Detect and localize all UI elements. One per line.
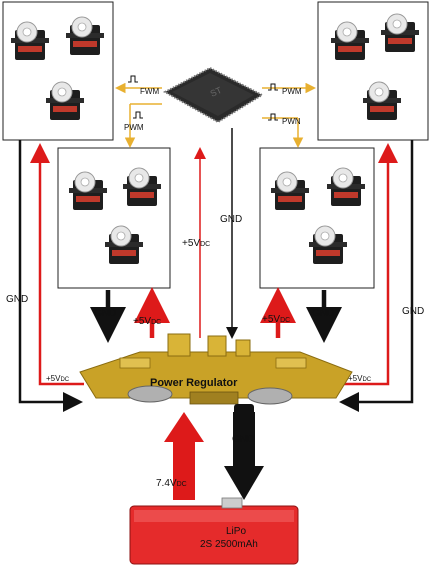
- power-arrow-battery: [164, 412, 204, 442]
- servo-motor-icon: [331, 22, 369, 60]
- servo-motor-icon: [309, 226, 347, 264]
- power-regulator-board-icon: Power Regulator: [80, 334, 352, 404]
- pwm-label-left: PWM: [124, 123, 144, 132]
- regulator-label: Power Regulator: [150, 377, 238, 389]
- ground-wire-outer-left: [20, 140, 78, 402]
- servo-motor-icon: [11, 22, 49, 60]
- pwn-label: PWN: [282, 117, 301, 126]
- square-wave-icon: [268, 84, 278, 90]
- servo-motor-icon: [327, 168, 365, 206]
- power-label-outer-left: +5VDC: [46, 374, 70, 383]
- ground-label-chip: GND: [220, 214, 242, 225]
- servo-motor-icon: [123, 168, 161, 206]
- servo-group-mid-left-box: [58, 148, 170, 288]
- ground-label-mid-left: GND: [94, 308, 116, 319]
- ground-arrow-battery: [224, 466, 264, 500]
- servo-motor-icon: [46, 82, 84, 120]
- microcontroller-chip-icon: ST: [165, 68, 262, 122]
- ground-label-outer-right: GND: [402, 306, 424, 317]
- power-label-outer-right: +5VDC: [348, 374, 372, 383]
- square-wave-icon: [128, 76, 138, 82]
- ground-label-battery: GND: [232, 434, 254, 445]
- servo-motor-icon: [69, 172, 107, 210]
- power-label-mid-left: +5VDC: [133, 316, 161, 327]
- servo-motor-icon: [105, 226, 143, 264]
- fwm-label: FWM: [140, 87, 159, 96]
- square-wave-icon: [268, 114, 278, 120]
- power-label-chip: +5VDC: [182, 238, 210, 249]
- power-label-mid-right: +5VDC: [262, 314, 290, 325]
- servo-motor-icon: [271, 172, 309, 210]
- pwm-label-right: PWM: [282, 87, 302, 96]
- lipo-battery-icon: LiPo 2S 2500mAh: [130, 498, 298, 564]
- battery-capacity-label: 2S 2500mAh: [200, 539, 258, 550]
- servo-motor-icon: [381, 14, 419, 52]
- servo-motor-icon: [363, 82, 401, 120]
- ground-label-mid-right: GND: [312, 308, 334, 319]
- servo-motor-icon: [66, 17, 104, 55]
- battery-type-label: LiPo: [226, 526, 246, 537]
- square-wave-icon: [133, 112, 143, 118]
- ground-label-outer-left: GND: [6, 294, 28, 305]
- servo-group-mid-right-box: [260, 148, 374, 288]
